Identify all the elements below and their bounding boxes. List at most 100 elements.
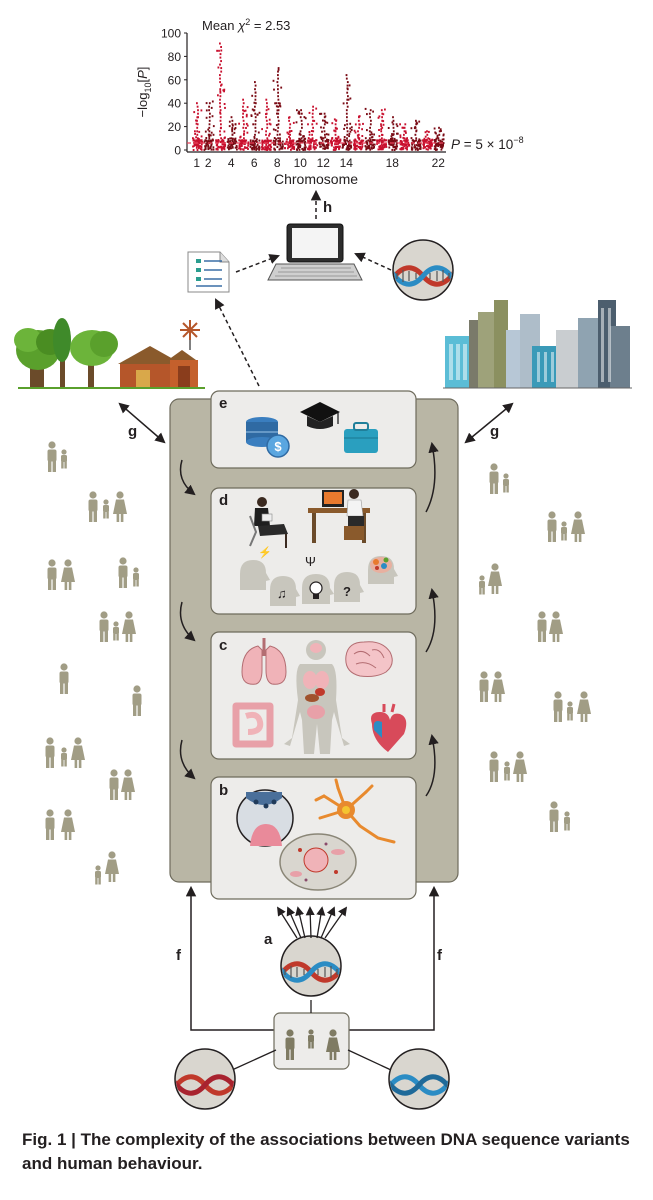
snp-point: [348, 144, 350, 147]
snp-point: [384, 143, 386, 146]
person-group-r2: [547, 511, 585, 542]
snp-point: [292, 147, 294, 149]
snp-peak-point: [381, 119, 384, 122]
snp-point: [415, 147, 418, 150]
flow-arrow-d-to-e: [425, 441, 439, 513]
person-group-l11: [95, 851, 119, 885]
snp-point: [387, 139, 390, 142]
snp-point: [391, 148, 394, 151]
snp-point: [440, 130, 442, 132]
snp-point: [261, 142, 264, 145]
snp-peak-point: [220, 49, 223, 52]
snp-point: [212, 146, 215, 149]
psi-symbol-icon: Ψ: [305, 554, 316, 569]
snp-peak-point: [242, 105, 244, 108]
snp-point: [395, 143, 398, 146]
snp-point: [354, 131, 357, 134]
snp-peak-point: [415, 119, 417, 122]
snp-point: [211, 115, 214, 118]
snp-point: [334, 148, 337, 151]
snp-point: [382, 120, 385, 123]
snp-point: [338, 141, 341, 144]
snp-point: [337, 145, 340, 148]
snp-point: [267, 108, 270, 111]
snp-point: [298, 139, 301, 142]
music-note-icon: ♫: [277, 586, 287, 601]
snp-peak-point: [254, 130, 257, 133]
svg-text:$: $: [274, 439, 282, 454]
snp-peak-point: [311, 137, 314, 140]
snp-point: [198, 147, 200, 149]
snp-peak-point: [301, 123, 303, 126]
snp-point: [261, 146, 263, 148]
snp-peak-point: [415, 130, 418, 133]
snp-point: [223, 148, 226, 151]
snp-point: [269, 144, 271, 146]
snp-point: [304, 117, 307, 120]
snp-point: [393, 139, 396, 142]
label-f-right: f: [437, 947, 443, 964]
snp-point: [228, 120, 231, 123]
snp-point: [224, 106, 226, 109]
snp-point: [265, 143, 268, 146]
snp-point: [192, 139, 195, 142]
snp-point: [212, 125, 215, 128]
snp-point: [428, 130, 430, 133]
snp-point: [229, 137, 231, 140]
snp-peak-point: [380, 123, 382, 126]
label-a: a: [264, 931, 273, 948]
snp-point: [192, 149, 195, 151]
cell-icon: [279, 833, 357, 891]
snp-point: [193, 144, 196, 147]
snp-point: [380, 141, 383, 144]
snp-point: [195, 136, 197, 139]
snp-point: [429, 147, 432, 150]
snp-point: [267, 140, 270, 143]
snp-point: [240, 148, 242, 151]
snp-point: [205, 109, 208, 112]
snp-point: [369, 148, 372, 151]
snp-point: [371, 133, 373, 136]
snp-peak-point: [219, 74, 221, 77]
snp-peak-point: [311, 112, 314, 115]
flow-arrow-d-to-c: [179, 601, 196, 642]
snp-peak-point: [254, 91, 257, 94]
snp-point: [245, 127, 247, 129]
snp-point: [203, 140, 206, 143]
snp-peak-point: [323, 112, 326, 115]
snp-point: [298, 143, 301, 146]
snp-peak-point: [196, 105, 199, 108]
snp-point: [208, 139, 210, 142]
snp-point: [422, 140, 425, 143]
snp-point: [247, 142, 250, 145]
snp-point: [244, 141, 247, 143]
snp-point: [318, 141, 321, 144]
snp-point: [230, 142, 233, 145]
snp-point: [268, 132, 271, 135]
snp-peak-point: [346, 81, 349, 84]
snp-peak-point: [208, 126, 211, 129]
snp-peak-point: [403, 137, 406, 140]
snp-peak-point: [196, 123, 199, 126]
snp-point: [228, 125, 231, 128]
snp-point: [210, 142, 213, 145]
figure-label: Fig. 1 |: [22, 1130, 76, 1149]
snp-point: [229, 140, 232, 143]
snp-point: [331, 137, 333, 140]
snp-point: [192, 145, 194, 148]
snp-point: [238, 143, 241, 146]
snp-point: [219, 145, 222, 148]
snp-point: [437, 139, 440, 142]
snp-point: [335, 143, 338, 146]
snp-point: [296, 148, 298, 151]
snp-point: [249, 145, 252, 148]
snp-point: [410, 127, 413, 130]
snp-point: [366, 113, 368, 116]
snp-point: [377, 139, 379, 142]
snp-point: [390, 138, 392, 140]
snp-point: [303, 139, 305, 142]
snp-point: [240, 145, 242, 148]
snp-point: [346, 139, 348, 142]
snp-peak-point: [323, 119, 326, 122]
